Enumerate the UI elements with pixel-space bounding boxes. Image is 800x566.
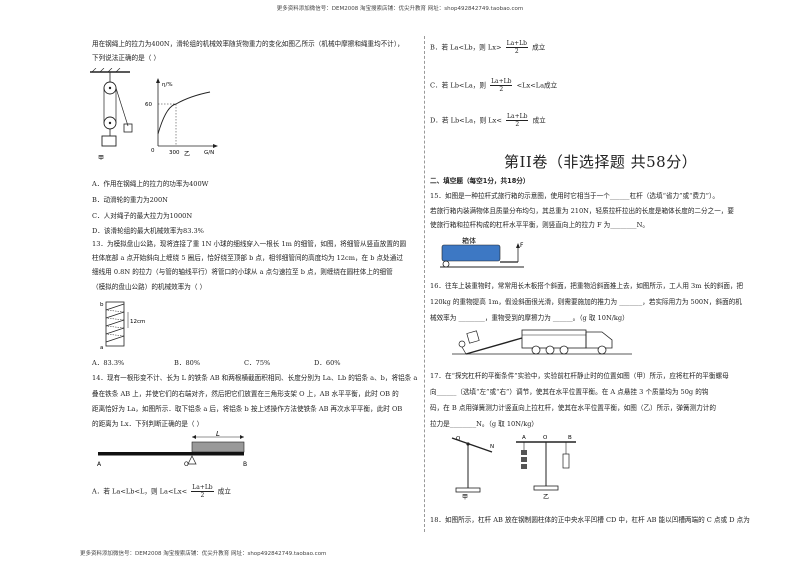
q13-text-4: （模拟的盘山公路）的机械效率为（ ） (92, 283, 207, 291)
bar-L: L (216, 430, 220, 438)
q14-option-c-post: <Lx<La成立 (516, 81, 558, 90)
q14-option-d-post: 成立 (532, 116, 546, 125)
suitcase-figure: 箱体 F (440, 236, 524, 268)
coil-12cm: 12cm (130, 319, 145, 325)
q12-option-a: A．作用在钢绳上的拉力的功率为400W (92, 180, 209, 188)
pulley-figure: 甲 (90, 68, 133, 160)
frac-num: La+Lb (505, 40, 528, 48)
q17-text-4: 拉力是________N。（g 取 10N/kg） (430, 420, 539, 428)
coil-figure: b a 12cm (100, 301, 145, 350)
q12-option-d: D．该滑轮组的最大机械效率为83.3% (92, 227, 204, 235)
graph-x-label: G/N (204, 150, 214, 156)
graph-60: 60 (145, 102, 152, 108)
q14-option-a-pre: A．若 La<Lb<L，则 La<Lx< (92, 487, 188, 496)
q14-option-b-post: 成立 (532, 43, 546, 52)
q14-text-3: 距离恰好为 La，如图所示．取下铝条 a 后，将铝条 b 按上述操作方法使铁条 … (92, 405, 403, 413)
lever-figure-yi: A O B 乙 (516, 435, 576, 500)
page-header: 更多资料添加微信号：DEM2008 淘宝搜索店铺：优尖升教育 网址：shop49… (276, 6, 524, 12)
q17-text-3: 码，在 B 点用弹簧测力计竖直向上拉杠杆，使其在水平位置平衡，如图（乙）所示，弹… (430, 404, 716, 412)
graph-0: 0 (151, 148, 155, 154)
lever-figure-jia: O N 甲 (451, 436, 494, 500)
q15-text-2: 若旅行箱内装满物体且质量分布均匀，其总重为 210N，轻质拉杆拉出的长度是箱体长… (430, 207, 734, 215)
bar-A: A (97, 461, 102, 468)
frac-den: 2 (515, 121, 520, 128)
lever-N: N (490, 444, 494, 450)
lever2-A: A (522, 435, 526, 441)
bar-B: B (243, 461, 247, 468)
q16-text-2: 120kg 的重物提高 1m，假设斜面很光滑，则需要施加的推力为 _______… (430, 298, 742, 306)
q12-option-c: C．人对绳子的最大拉力为1000N (92, 212, 193, 220)
box-F: F (520, 242, 524, 249)
frac-den: 2 (200, 492, 205, 499)
q13-text-2: 柱体底部 a 点开始斜向上缠绕 5 圈后，恰好绕至顶部 b 点，相邻细管间的高度… (92, 254, 403, 262)
q18-text-1: 18．如图所示，杠杆 AB 放在钢制圆柱体的正中央水平凹槽 CD 中，杠杆 AB… (430, 516, 750, 524)
q13-option-d: D．60% (314, 359, 341, 367)
fill-in-heading: 二、填空题（每空1分，共18分） (430, 177, 530, 185)
q12-text-2: 下列说法正确的是（ ） (92, 54, 161, 62)
efficiency-graph: η/% 60 0 300 G/N 乙 (145, 78, 218, 158)
box-label: 箱体 (462, 236, 476, 245)
q17-text-2: 向______（选填“左”或“右”）调节，使其在水平位置平衡。在 A 点悬挂 3… (430, 388, 709, 396)
lever-O: O (456, 436, 461, 442)
q14-text-4: 的距离为 Lx．下列判断正确的是（ ） (92, 420, 204, 428)
q14-option-b-pre: B．若 La<Lb，则 Lx> (430, 43, 502, 52)
page-footer: 更多资料添加微信号：DEM2008 淘宝搜索店铺：优尖升教育 网址：shop49… (80, 551, 327, 557)
q14-option-d-pre: D．若 Lb<La，则 Lx< (430, 116, 502, 125)
q13-text-3: 细线用 0.8N 的拉力（与管的轴线平行）将管口的小球从 a 点匀速拉至 b 点… (92, 268, 393, 276)
frac-den: 2 (514, 48, 519, 55)
q16-text-3: 械效率为 ________，重物受到的摩擦力为 ______。（g 取 10N/… (430, 314, 629, 322)
q17-text-1: 17．在“探究杠杆的平衡条件”实验中，实验前杠杆静止时的位置如图（甲）所示，应将… (430, 372, 729, 380)
bar-O: O (184, 461, 189, 468)
frac-num: La+Lb (490, 78, 513, 86)
q15-text-3: 使旅行箱和拉杆构成的杠杆水平平衡，则竖直向上的拉力 F 为________N。 (430, 221, 649, 229)
q13-option-a: A．83.3% (92, 359, 125, 367)
coil-a: a (100, 345, 103, 350)
frac-num: La+Lb (506, 113, 529, 121)
q14-text-1: 14．现有一根形变不计、长为 L 的铁条 AB 和两根横截面积相同、长度分别为 … (92, 374, 418, 382)
lever2-B: B (568, 435, 572, 441)
q16-text-1: 16．往车上装重物时，常常用长木板搭个斜面，把重物沿斜面推上去，如图所示，工人用… (430, 282, 744, 290)
q12-text-1: 用在钢绳上的拉力为400N，滑轮组的机械效率随货物重力的变化如图乙所示（机械中摩… (92, 40, 404, 48)
lever2-O: O (543, 435, 548, 441)
q14-text-2: 叠在铁条 AB 上，并使它们的右端对齐，然后把它们放置在三角形支架 O 上，AB… (92, 390, 399, 398)
q14-option-c-pre: C．若 Lb<La，则 (430, 81, 486, 90)
graph-y-label: η/% (162, 82, 173, 88)
q14-option-a-post: 成立 (217, 487, 231, 496)
lever-bar-figure: L A O B (97, 430, 247, 468)
coil-b: b (100, 302, 104, 308)
q12-option-b: B．动滑轮的重力为200N (92, 196, 168, 204)
lever-label-yi: 乙 (543, 494, 549, 500)
truck-ramp-figure (452, 329, 632, 355)
q13-option-b: B．80% (174, 359, 201, 367)
frac-num: La+Lb (191, 484, 214, 492)
q15-text-1: 15．如图是一种拉杆式旅行箱的示意图，使用时它相当于一个______杠杆（选填“… (430, 192, 719, 200)
column-divider (424, 36, 425, 532)
graph-300: 300 (169, 150, 180, 156)
fig-label-jia: 甲 (98, 155, 104, 160)
section-title: 第II卷（非选择题 共58分） (504, 153, 698, 171)
q13-option-c: C．75% (244, 359, 271, 367)
fig-label-yi: 乙 (184, 151, 190, 158)
lever-label-jia: 甲 (462, 494, 468, 500)
frac-den: 2 (499, 86, 504, 93)
q13-text-1: 13．为模拟盘山公路，现将连接了重 1N 小球的细线穿入一根长 1m 的细管，如… (92, 240, 407, 248)
